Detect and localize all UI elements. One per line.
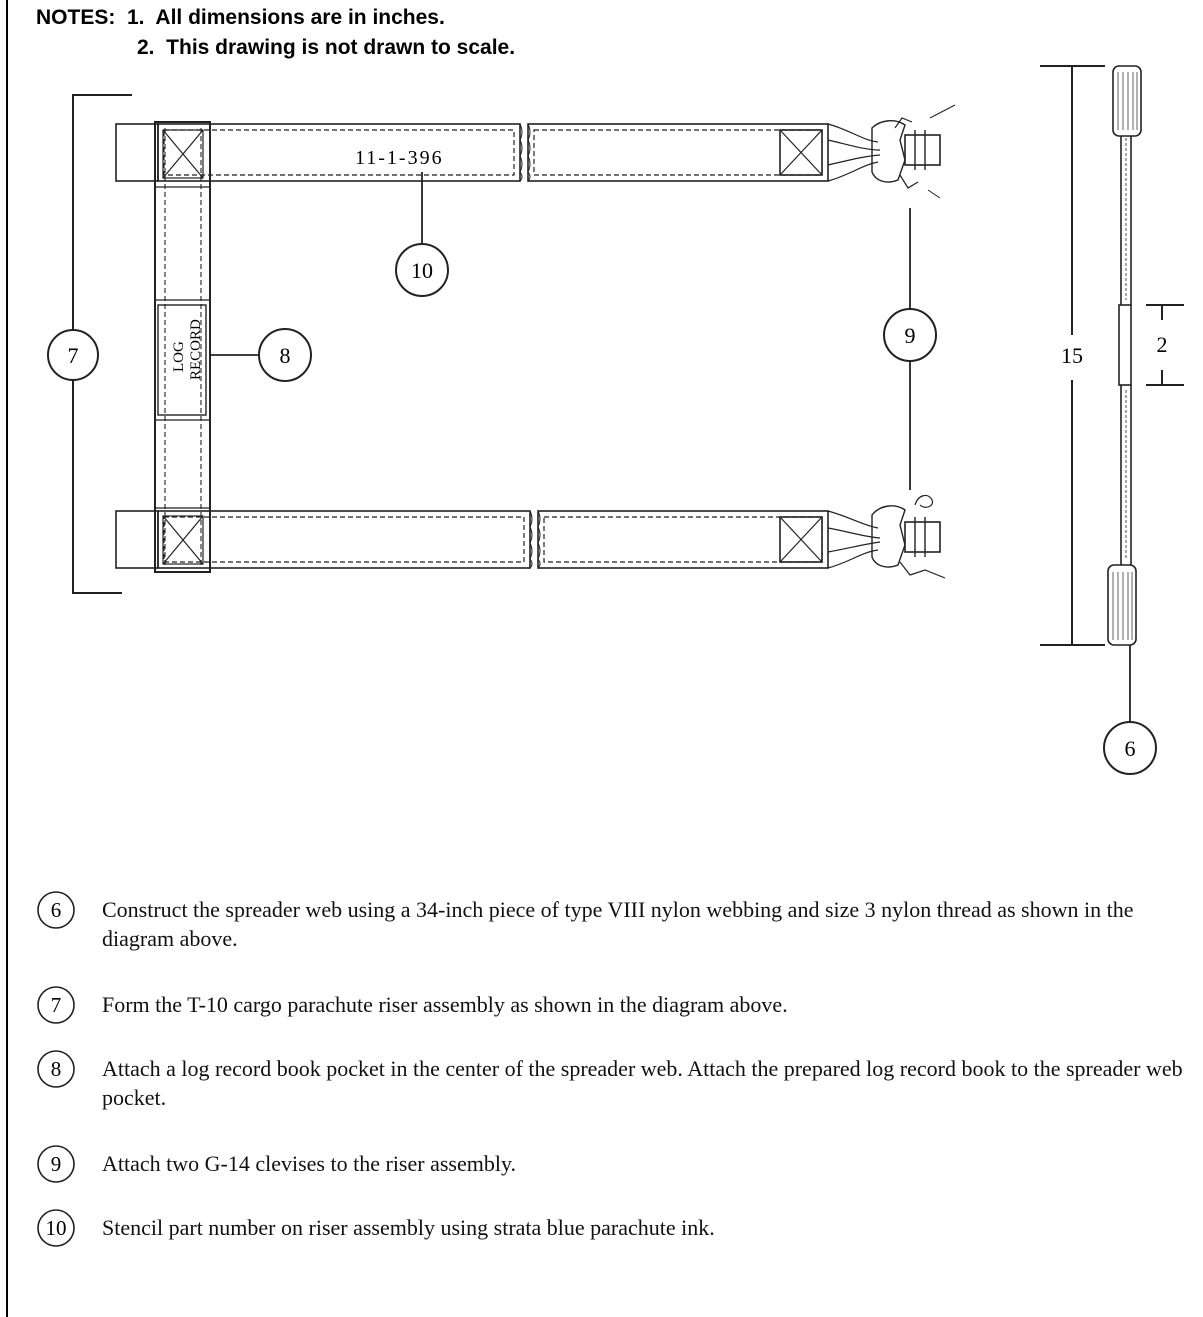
- step-6-number: 6: [51, 898, 62, 922]
- step-6-marker: 6: [36, 890, 76, 930]
- bottom-riser-strap: [115, 494, 946, 579]
- step-10-number: 10: [46, 1216, 67, 1240]
- step-10-marker: 10: [36, 1208, 76, 1248]
- step-8: 8 Attach a log record book pocket in the…: [30, 1049, 1200, 1144]
- step-7-marker: 7: [36, 985, 76, 1025]
- stencil-part-number: 11-1-396: [355, 147, 444, 169]
- callout-9: 9: [905, 323, 916, 348]
- callout-circle-10: [395, 243, 449, 297]
- callout-circle-9: [883, 308, 937, 362]
- callout-circle-8: [258, 328, 312, 382]
- bottom-clevis: [871, 494, 946, 579]
- left-border-rule: [6, 0, 8, 1317]
- spreader-web: [154, 121, 211, 573]
- step-10: 10 Stencil part number on riser assembly…: [30, 1208, 1200, 1272]
- dimension-15-line: [1040, 65, 1105, 646]
- note-2: 2. This drawing is not drawn to scale.: [137, 36, 516, 59]
- dimension-15: 15: [1061, 343, 1083, 368]
- step-8-text: Attach a log record book pocket in the c…: [102, 1056, 1183, 1110]
- step-7-number: 7: [51, 993, 62, 1017]
- step-6: 6 Construct the spreader web using a 34-…: [30, 890, 1200, 985]
- riser-assembly-diagram: 11-1-396 LOG RECORD 7 10 8 9 6 15 2: [47, 65, 1184, 775]
- step-9-marker: 9: [36, 1144, 76, 1184]
- step-7: 7 Form the T-10 cargo parachute riser as…: [30, 985, 1200, 1049]
- instruction-steps: 6 Construct the spreader web using a 34-…: [30, 890, 1200, 1272]
- dimension-2: 2: [1157, 332, 1168, 357]
- step-9-text: Attach two G-14 clevises to the riser as…: [102, 1151, 517, 1176]
- step-8-number: 8: [51, 1057, 62, 1081]
- callout-10: 10: [411, 258, 433, 283]
- side-view-web: [1107, 65, 1142, 722]
- step-6-text: Construct the spreader web using a 34-in…: [102, 897, 1134, 951]
- step-7-text: Form the T-10 cargo parachute riser asse…: [102, 992, 788, 1017]
- log-record-pocket: [157, 304, 207, 416]
- callout-circle-7: [47, 329, 99, 381]
- callout-7: 7: [68, 343, 79, 368]
- step-8-marker: 8: [36, 1049, 76, 1089]
- pocket-label-log: LOG: [171, 341, 187, 372]
- callout-8: 8: [280, 343, 291, 368]
- step-9: 9 Attach two G-14 clevises to the riser …: [30, 1144, 1200, 1208]
- step-9-number: 9: [51, 1152, 62, 1176]
- note-1: NOTES: 1. All dimensions are in inches.: [36, 6, 445, 29]
- callout-circle-6: [1103, 721, 1157, 775]
- step-10-text: Stencil part number on riser assembly us…: [102, 1215, 715, 1240]
- top-riser-strap: [115, 104, 956, 199]
- top-clevis: [871, 104, 956, 199]
- pocket-label-record: RECORD: [188, 319, 204, 380]
- callout-6: 6: [1125, 736, 1136, 761]
- dimension-2-line: [1146, 304, 1184, 386]
